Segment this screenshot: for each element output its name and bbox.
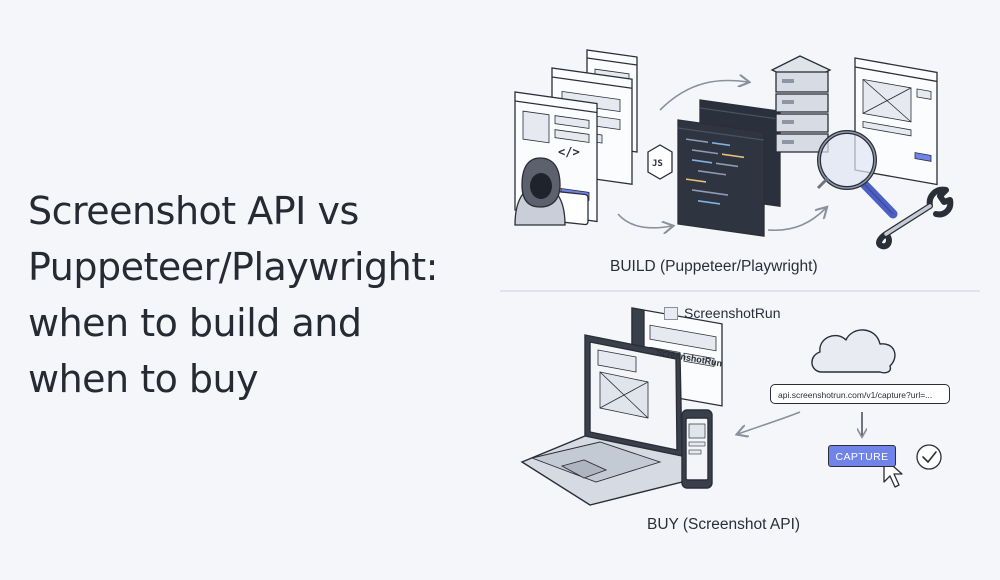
laptop-icon (520, 334, 691, 506)
magnifier-icon (816, 130, 898, 219)
image-icon (664, 306, 678, 320)
api-url-field: api.screenshotrun.com/v1/capture?url=... (770, 384, 950, 404)
capture-button[interactable]: CAPTURE (828, 445, 896, 467)
arrow-icon (767, 208, 826, 232)
code-badge-text: </> (558, 145, 580, 159)
arrow-icon (738, 411, 801, 434)
buy-caption: BUY (Screenshot API) (647, 516, 801, 533)
title-line-2: Puppeteer/Playwright: (28, 245, 438, 289)
cloud-icon (811, 329, 896, 374)
checkmark-icon (916, 444, 942, 470)
page-title: Screenshot API vs Puppeteer/Playwright: … (28, 183, 488, 407)
arrow-icon (659, 80, 748, 111)
server-icon (770, 55, 832, 153)
brand-name: ScreenshotRun (684, 305, 781, 321)
phone-icon (681, 409, 713, 489)
title-line-3: when to build and (28, 301, 362, 345)
build-caption: BUILD (Puppeteer/Playwright) (610, 258, 818, 275)
arrow-icon (617, 213, 672, 228)
js-badge-text: JS (652, 159, 663, 169)
hacker-icon (514, 157, 566, 226)
title-line-1: Screenshot API vs (28, 189, 359, 233)
browser-window-stack (514, 49, 638, 223)
code-editor-stack (677, 99, 781, 237)
title-line-4: when to buy (28, 357, 259, 401)
js-badge-icon (647, 144, 673, 180)
wrench-icon (876, 186, 954, 250)
brand-label: ScreenshotRun (664, 305, 781, 321)
